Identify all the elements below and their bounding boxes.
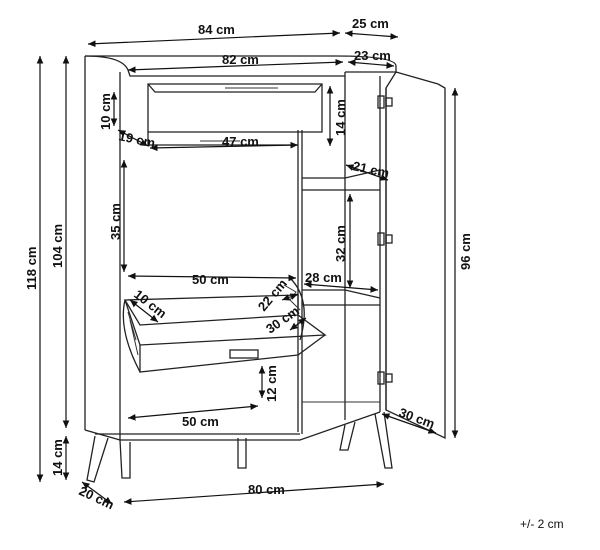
label-top-depth: 25 cm [352, 16, 389, 31]
hinge-arc [289, 277, 305, 341]
cabinet-body [84, 55, 397, 441]
dim-line-22 [281, 293, 299, 301]
label-drawer-height: 14 cm [333, 99, 348, 136]
leg-front-right [374, 411, 393, 469]
door-hinge-middle [377, 232, 393, 246]
door-panel [385, 71, 446, 440]
bottom-board [120, 411, 381, 441]
lower-shelf [302, 289, 381, 299]
dim-line-23 [347, 59, 395, 69]
label-total-width: 84 cm [198, 22, 235, 37]
label-compartment-width: 50 cm [192, 272, 229, 287]
dim-line-30 [289, 317, 307, 331]
label-inner-depth: 23 cm [354, 48, 391, 63]
dim-line-47 [149, 141, 299, 152]
dim-line-10-flap [129, 299, 159, 323]
label-drawer-depth: 19 cm [117, 128, 156, 150]
dim-line-19 [117, 129, 149, 147]
dimension-lines [36, 29, 459, 505]
top-board-front [84, 55, 345, 77]
dim-line-28 [303, 281, 379, 293]
dim-line-25 [344, 30, 399, 40]
shoe-flap [122, 277, 327, 373]
label-shelf-height: 32 cm [333, 225, 348, 262]
label-shelf-width: 28 cm [305, 270, 342, 285]
leg-rear-right [339, 421, 356, 451]
label-leg-height: 14 cm [50, 439, 65, 476]
label-tolerance: +/- 2 cm [520, 517, 564, 531]
label-inner-width: 82 cm [222, 52, 259, 67]
label-total-height: 118 cm [24, 247, 39, 290]
label-body-depth: 30 cm [397, 405, 437, 432]
flap-front [139, 334, 326, 373]
drawer-front [147, 83, 323, 133]
dim-line-21 [345, 164, 389, 181]
legs [86, 411, 393, 483]
label-lower-width: 50 cm [182, 414, 219, 429]
flap-handle [229, 349, 259, 359]
label-door-height: 96 cm [458, 233, 473, 270]
left-panel-bottom [84, 429, 121, 441]
label-drawer-width: 47 cm [222, 134, 259, 149]
dim-line-30-depth [381, 413, 437, 434]
leg-center [237, 438, 247, 469]
flap-body [124, 299, 327, 346]
label-body-height: 104 cm [50, 224, 65, 268]
dim-line-20 [81, 481, 113, 505]
flap-arc-left [122, 299, 141, 373]
label-compartment-height: 35 cm [108, 203, 123, 240]
dim-line-80 [123, 481, 385, 505]
dim-line-84 [87, 29, 341, 48]
label-shelf-depth: 21 cm [351, 158, 390, 180]
label-drawer-front-height: 10 cm [98, 93, 113, 130]
dim-line-82 [127, 58, 344, 74]
dim-line-50-upper [127, 272, 297, 282]
dimension-labels: 84 cm 25 cm 82 cm 23 cm 10 cm 14 cm 19 c… [24, 16, 564, 531]
dim-line-50-lower [127, 403, 259, 421]
label-leg-depth: 20 cm [77, 483, 117, 512]
door-hinge-bottom [377, 371, 393, 385]
flap-rack-lines [127, 311, 139, 356]
drawer-top-edge [147, 83, 323, 93]
door-hinge-top [377, 95, 393, 109]
label-base-width: 80 cm [248, 482, 285, 497]
label-lower-height: 12 cm [264, 365, 279, 402]
door [377, 71, 446, 440]
leg-front-left [86, 435, 109, 483]
top-board-edge [85, 55, 397, 73]
leg-rear-left [119, 439, 131, 479]
drawer [147, 83, 323, 146]
